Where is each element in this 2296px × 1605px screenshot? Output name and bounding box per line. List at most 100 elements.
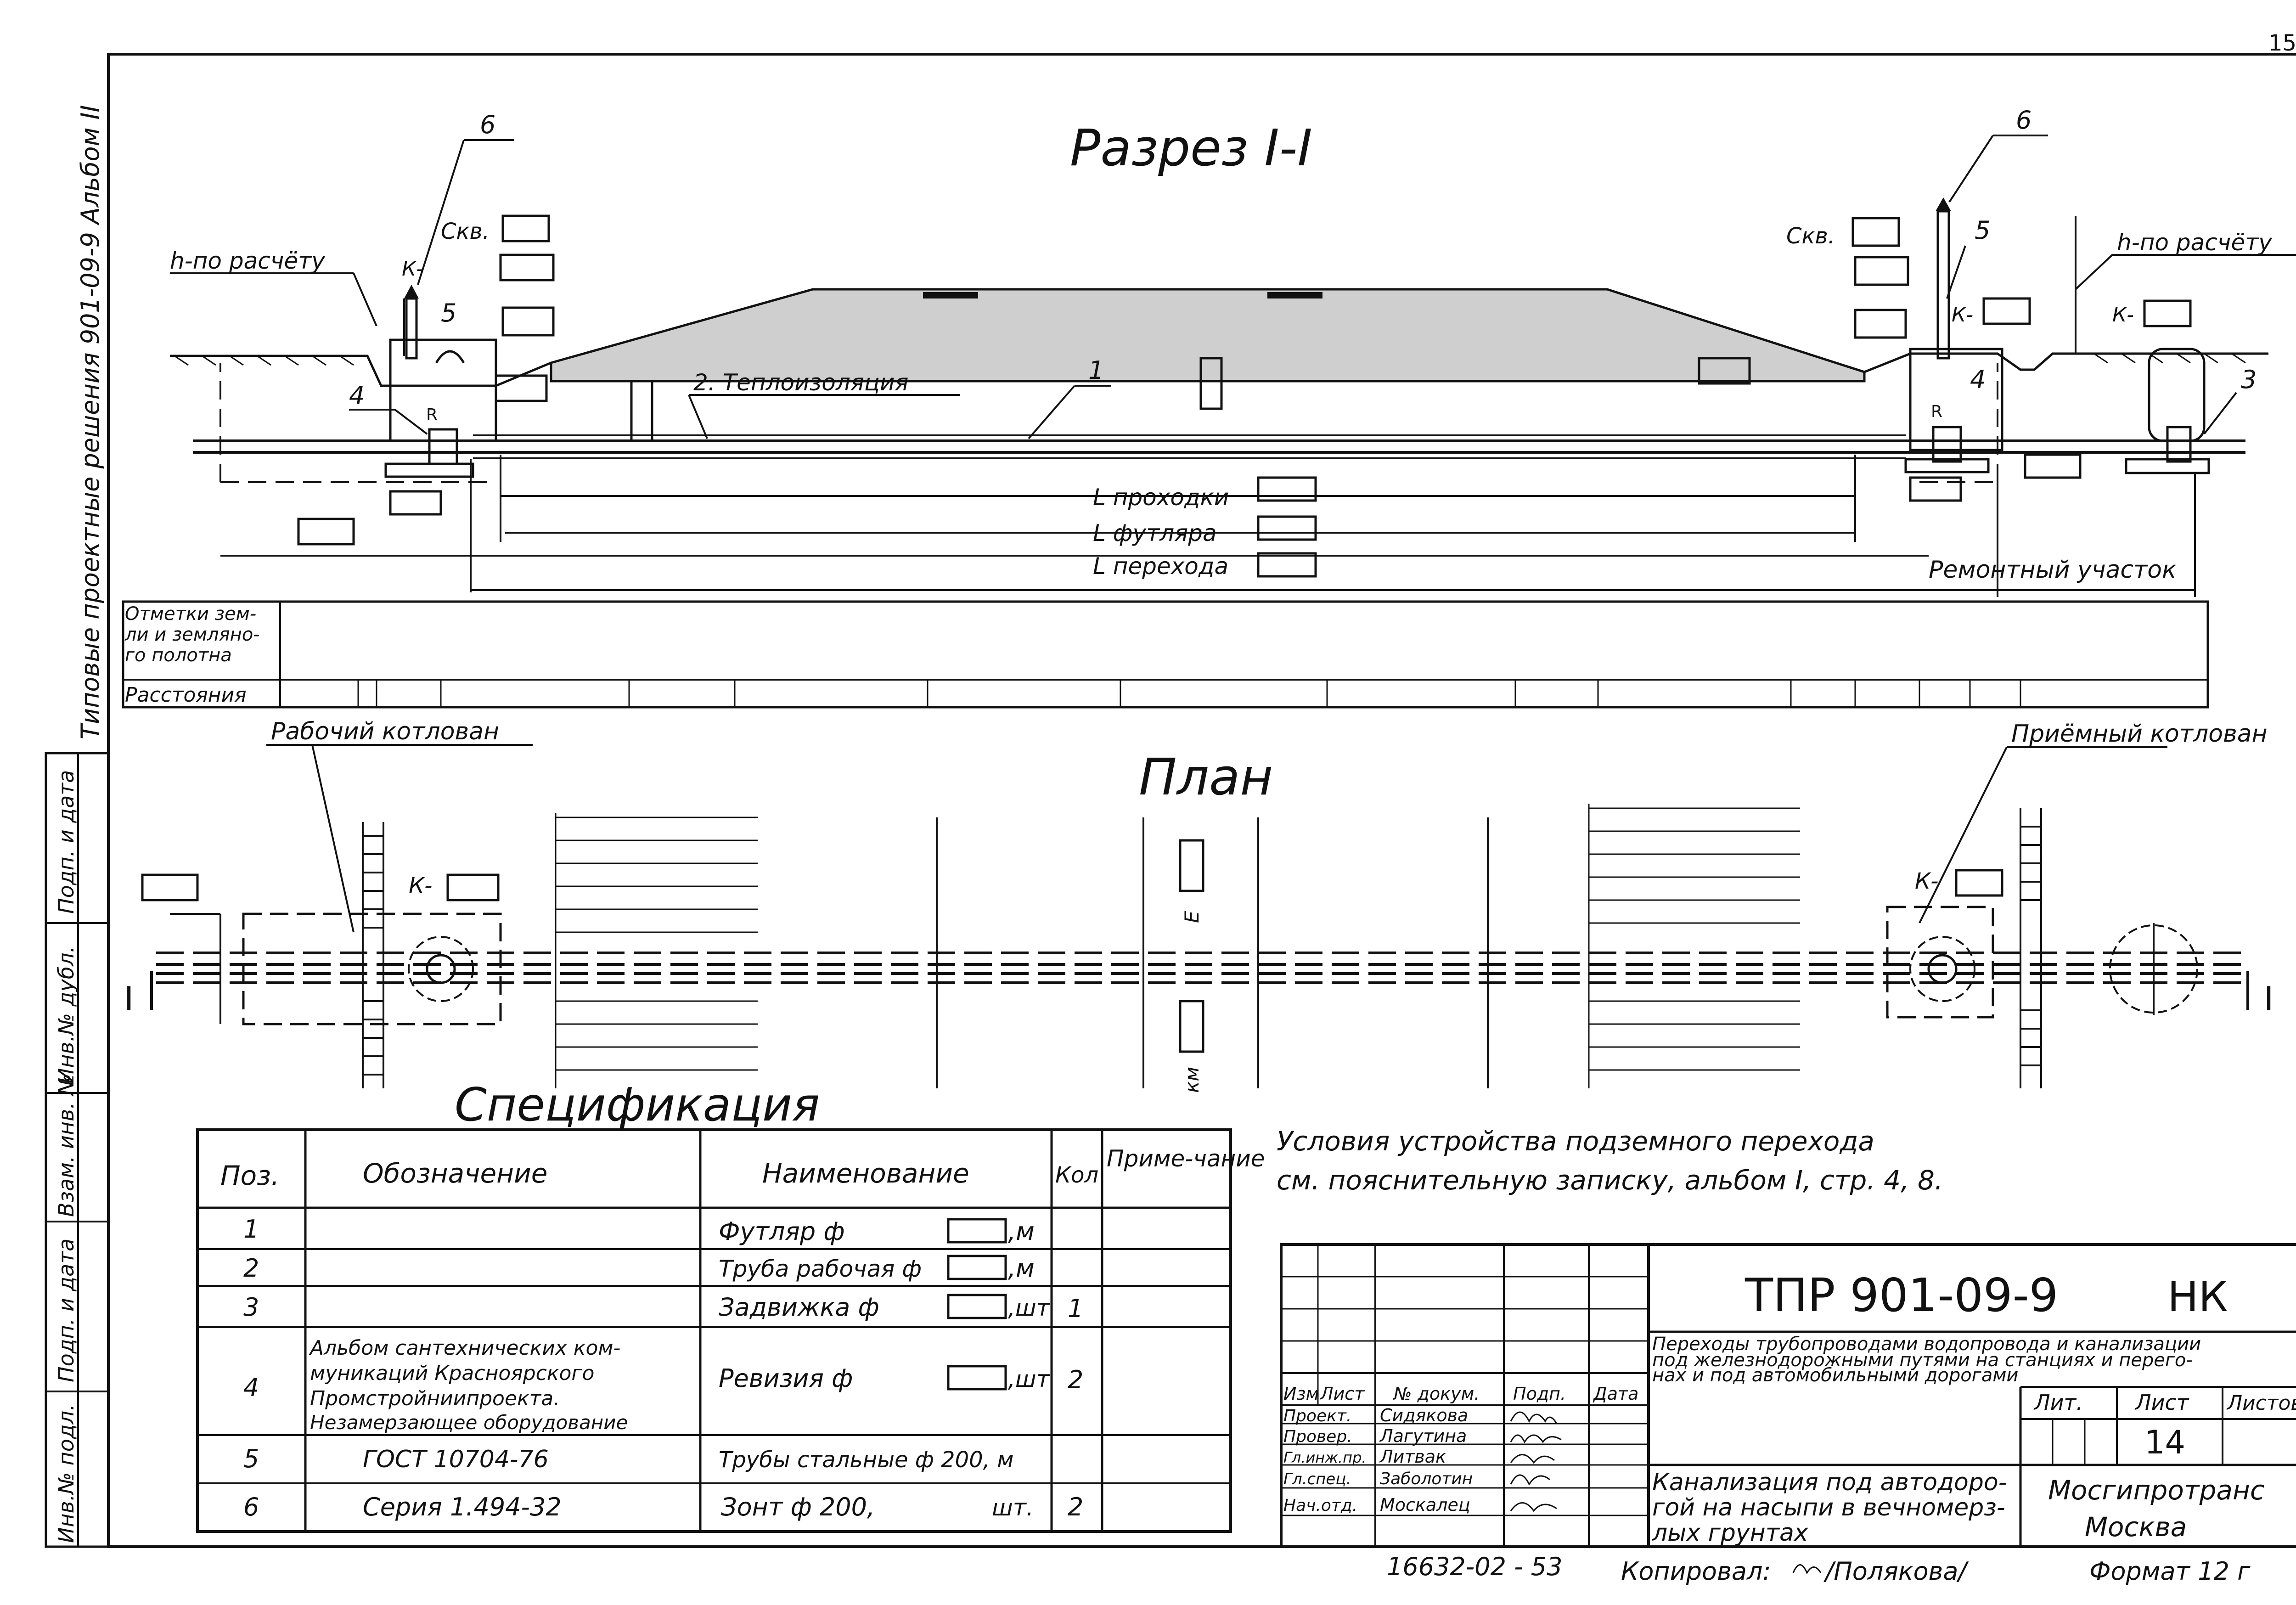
plan-box-1 bbox=[141, 873, 199, 901]
lit-label: Лит. bbox=[2033, 1390, 2083, 1415]
doc-code: ТПР 901-09-9 bbox=[1745, 1268, 2058, 1322]
spec-table: Спецификация Поз. Обозначение Наименован… bbox=[196, 1078, 1265, 1533]
plan-k-left: К- bbox=[409, 873, 432, 899]
l-crossing-label: L перехода bbox=[1093, 553, 1228, 580]
margin-cell-dup-inv: Инв.№ дубл. bbox=[54, 946, 79, 1084]
sheet-label: Лист bbox=[2134, 1390, 2189, 1415]
well-plan-right bbox=[1909, 936, 1975, 1002]
spec-header-note: Приме-чание bbox=[1107, 1145, 1265, 1172]
pos-label: 6 bbox=[480, 110, 495, 139]
profile-table bbox=[122, 600, 2209, 709]
hood-left bbox=[404, 285, 419, 298]
spec-row-unit: ,м bbox=[1008, 1254, 1035, 1283]
spec-header-pos: Поз. bbox=[220, 1160, 279, 1191]
riser-right bbox=[1936, 210, 1950, 360]
road-surface-right bbox=[1267, 292, 1322, 298]
valve-right bbox=[1932, 426, 1962, 463]
valve-chamber-plan bbox=[2109, 924, 2198, 1014]
valve-left bbox=[428, 428, 458, 465]
svg-text:ли и земляно-: ли и земляно- bbox=[124, 624, 260, 645]
spec-row-desig: ГОСТ 10704-76 bbox=[363, 1446, 549, 1473]
riser-left bbox=[405, 297, 418, 360]
spec-row-name: Ревизия ф bbox=[719, 1364, 853, 1393]
note: Условия устройства подземного перехода с… bbox=[1277, 1126, 1943, 1196]
stamp-col-doc: № докум. bbox=[1393, 1384, 1480, 1404]
plan-vertical-lines bbox=[936, 817, 1489, 1088]
plan-title: План bbox=[1139, 748, 1273, 806]
svg-text:гой на насыпи в вечномерз-: гой на насыпи в вечномерз- bbox=[1652, 1494, 2005, 1521]
spec-row-qty: 2 bbox=[1068, 1365, 1083, 1394]
road-hatch-left bbox=[555, 813, 758, 1088]
svg-text:го полотна: го полотна bbox=[125, 645, 232, 666]
well-right bbox=[1909, 348, 2003, 451]
pos-label: 5 bbox=[441, 298, 456, 327]
org-name: Мосгипротранс bbox=[2048, 1475, 2265, 1506]
stamp-name: Заболотин bbox=[1380, 1470, 1473, 1488]
svg-text:Незамерзающее оборудование: Незамерзающее оборудование bbox=[310, 1411, 628, 1434]
ground-hatch bbox=[174, 353, 2246, 366]
spec-row-unit: ,шт bbox=[1008, 1295, 1051, 1321]
spec-row-name: Зонт ф 200, bbox=[721, 1492, 875, 1521]
section-view: Разрез I-I R R bbox=[122, 106, 2296, 709]
spec-row-name: Задвижка ф bbox=[719, 1293, 879, 1322]
sheet-title: Канализация под автодоро- bbox=[1652, 1469, 2007, 1496]
svg-text:нах и под автомобильными дорог: нах и под автомобильными дорогами bbox=[1652, 1365, 2018, 1386]
footer: 16632-02 - 53 Копировал: /Полякова/ Форм… bbox=[1387, 1552, 2251, 1586]
pos-label: 5 bbox=[1975, 216, 1990, 245]
embankment bbox=[550, 288, 1866, 383]
km-label-bottom: км bbox=[1181, 1067, 1203, 1093]
spec-row-pos: 1 bbox=[243, 1215, 259, 1244]
section-mark-left: I bbox=[124, 980, 134, 1018]
footer-number: 16632-02 - 53 bbox=[1387, 1552, 1563, 1581]
stamp-name: Лагутина bbox=[1379, 1426, 1467, 1446]
signatures bbox=[1510, 1411, 1562, 1512]
k-label-right-1: К- bbox=[1952, 303, 1973, 327]
svg-text:под железнодорожными путями на: под железнодорожными путями на станциях … bbox=[1652, 1350, 2193, 1371]
well-right-base bbox=[1904, 458, 1990, 473]
spec-row-pos: 3 bbox=[243, 1293, 259, 1322]
svg-text:Промстройниипроекта.: Промстройниипроекта. bbox=[310, 1387, 560, 1410]
spec-title: Спецификация bbox=[455, 1078, 820, 1132]
receive-pit-plan bbox=[1886, 906, 1994, 1019]
stamp-role: Нач.отд. bbox=[1283, 1496, 1357, 1515]
svg-text:лых грунтах: лых грунтах bbox=[1652, 1519, 1809, 1547]
r-label-right: R bbox=[1931, 402, 1942, 421]
work-pit-outline bbox=[219, 363, 496, 483]
l-passage-label: L проходки bbox=[1093, 484, 1229, 511]
project-title: Переходы трубопроводами водопровода и ка… bbox=[1652, 1334, 2201, 1355]
stamp-col-sign: Подп. bbox=[1513, 1384, 1566, 1404]
ruler-left bbox=[362, 822, 384, 1088]
r-label-left: R bbox=[426, 405, 438, 424]
profile-row-distances: Расстояния bbox=[125, 683, 247, 707]
km-box-bottom bbox=[1179, 1000, 1204, 1053]
spec-row-unit: шт. bbox=[992, 1494, 1034, 1521]
spec-row-pos: 6 bbox=[243, 1492, 259, 1521]
stamp-name: Сидякова bbox=[1380, 1405, 1468, 1425]
stamp-role: Провер. bbox=[1283, 1427, 1352, 1446]
sheets-label: Листов bbox=[2226, 1391, 2296, 1415]
stamp-role: Гл.спец. bbox=[1283, 1470, 1351, 1488]
h-label-right: h-по расчёту bbox=[2117, 229, 2273, 256]
spec-row-name: Футляр ф bbox=[719, 1217, 845, 1246]
plan-view: План Рабочий котлован Приёмный котлован … bbox=[124, 718, 2273, 1093]
margin-cell-sign-date: Подп. и дата bbox=[54, 770, 79, 914]
section-title: Разрез I-I bbox=[1070, 118, 1312, 177]
stamp-role: Гл.инж.пр. bbox=[1283, 1449, 1367, 1466]
spec-header-qty: Кол bbox=[1055, 1162, 1098, 1188]
skv-label-right: Скв. bbox=[1786, 223, 1835, 249]
footer-copied: Копировал: bbox=[1621, 1557, 1771, 1586]
well-plan-left bbox=[408, 936, 474, 1002]
spec-row-qty: 1 bbox=[1068, 1294, 1083, 1323]
note-line-2: см. пояснительную записку, альбом I, стр… bbox=[1277, 1165, 1943, 1196]
stamp-name: Литвак bbox=[1379, 1447, 1446, 1467]
sheet-number: 14 bbox=[2144, 1424, 2185, 1461]
spec-row-name: Труба рабочая ф bbox=[719, 1256, 922, 1282]
road-hatch-right bbox=[1588, 804, 1800, 1088]
plan-box-3 bbox=[1955, 869, 2003, 897]
spec-row-pos: 5 bbox=[243, 1444, 259, 1473]
footer-copier: /Полякова/ bbox=[1823, 1557, 1969, 1586]
gate-valve-right bbox=[2166, 426, 2192, 463]
receive-pit-outline bbox=[1919, 363, 1998, 483]
profile-row-ground: Отметки зем- bbox=[125, 603, 256, 625]
